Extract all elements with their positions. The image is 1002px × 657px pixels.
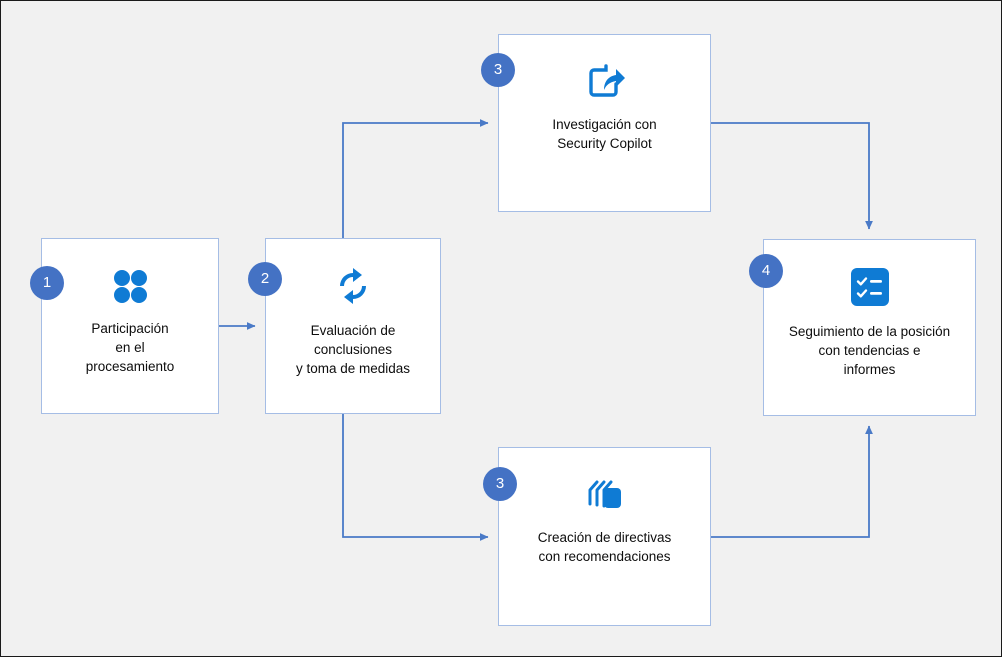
connector-node2-to-node3b [342, 414, 489, 541]
step-badge-3-top: 3 [481, 53, 515, 87]
step-node-participacion[interactable]: Participación en el procesamiento [41, 238, 219, 414]
connector-node3b-to-node4 [711, 425, 873, 538]
step-badge-1: 1 [30, 266, 64, 300]
step-node-label: Creación de directivas con recomendacion… [537, 530, 672, 564]
step-node-seguimiento[interactable]: Seguimiento de la posición con tendencia… [763, 239, 976, 416]
sync-cycle-icon [331, 263, 375, 309]
connector-node2-to-node3a [342, 119, 489, 238]
step-node-investigacion[interactable]: Investigación con Security Copilot [498, 34, 711, 212]
step-node-evaluacion[interactable]: Evaluación de conclusiones y toma de med… [265, 238, 441, 414]
checklist-icon [850, 264, 890, 310]
step-node-label: Evaluación de conclusiones y toma de med… [295, 323, 411, 376]
step-node-creacion-directivas[interactable]: Creación de directivas con recomendacion… [498, 447, 711, 626]
stacked-layers-icon [582, 472, 628, 518]
step-badge-4: 4 [749, 254, 783, 288]
four-dots-grid-icon [108, 263, 152, 309]
step-badge-3-bottom: 3 [483, 467, 517, 501]
step-node-label: Seguimiento de la posición con tendencia… [788, 324, 951, 377]
step-node-label: Investigación con Security Copilot [552, 117, 657, 151]
step-badge-2: 2 [248, 262, 282, 296]
connector-node3a-to-node4 [711, 122, 873, 230]
step-node-label: Participación en el procesamiento [85, 321, 175, 374]
share-export-icon [582, 59, 628, 105]
